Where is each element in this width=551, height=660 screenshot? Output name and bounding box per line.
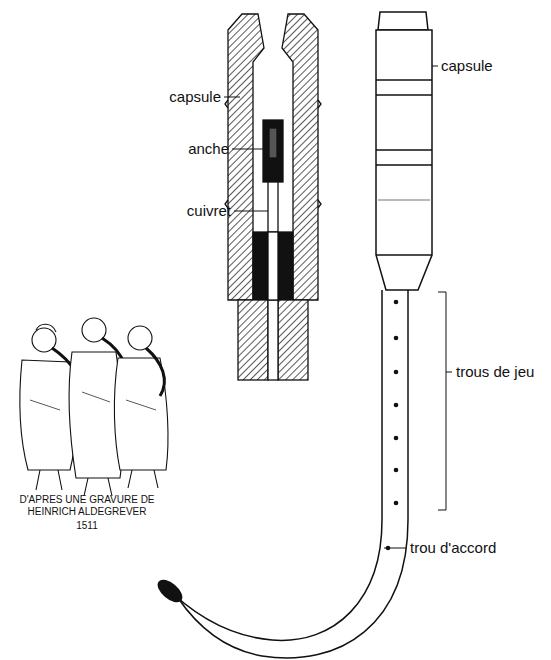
musicians-engraving bbox=[20, 318, 168, 496]
cross-section bbox=[225, 14, 321, 380]
engraving-caption: D'APRES UNE GRAVURE DE HEINRICH ALDEGREV… bbox=[12, 494, 162, 518]
part-label: capsule bbox=[169, 88, 221, 106]
engraving-year: 1511 bbox=[12, 520, 162, 532]
part-label: trou d'accord bbox=[410, 539, 496, 557]
part-label: capsule bbox=[441, 57, 493, 75]
part-label: anche bbox=[188, 140, 229, 158]
crumhorn bbox=[155, 12, 432, 658]
part-label: cuivret bbox=[187, 202, 231, 220]
bracket bbox=[438, 292, 452, 510]
part-label: trous de jeu bbox=[456, 363, 534, 381]
